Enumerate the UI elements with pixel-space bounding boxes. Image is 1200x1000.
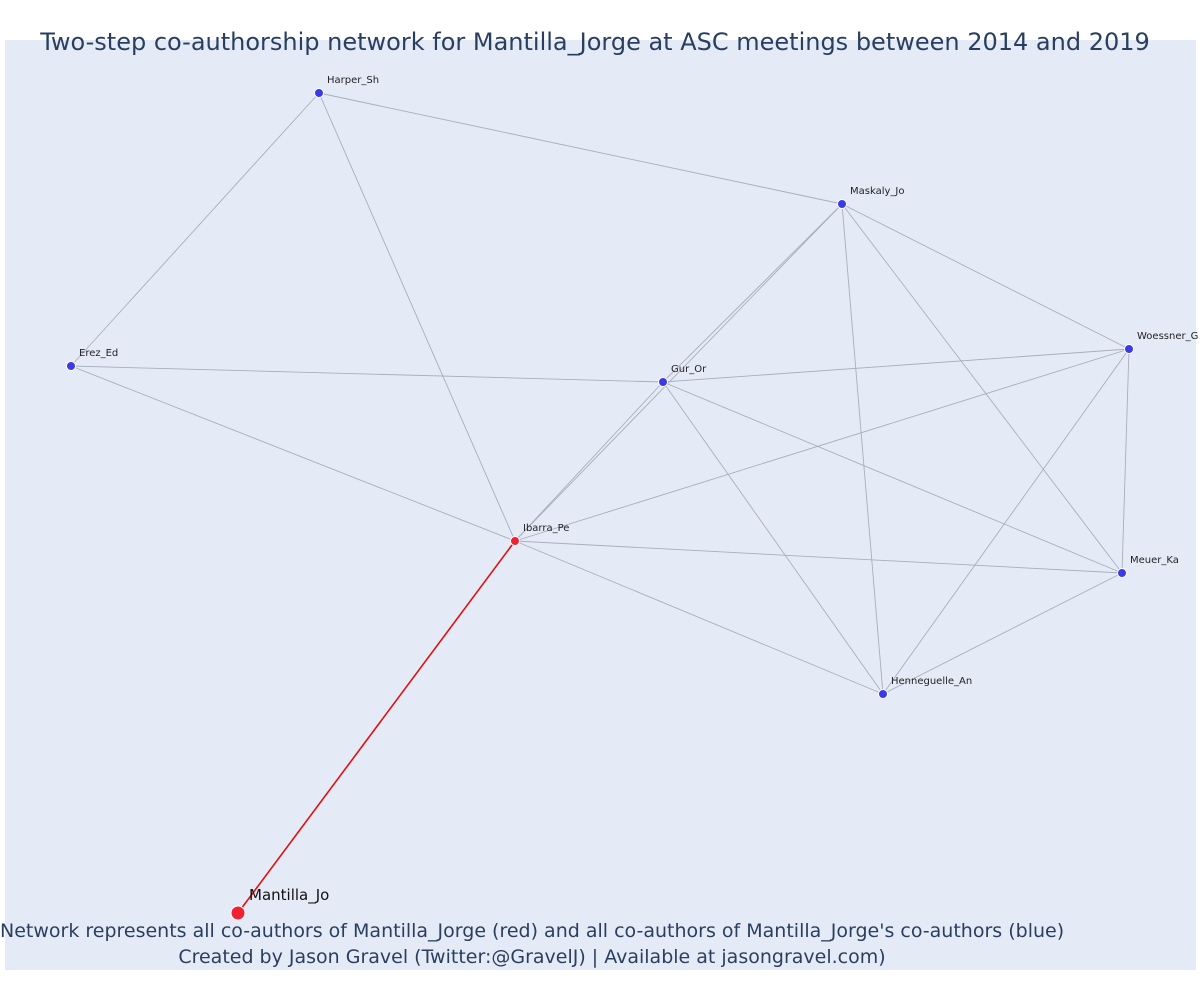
- caption-line-1: Network represents all co-authors of Man…: [0, 920, 1065, 942]
- edge-Meuer_Ka-Henneguelle_An: [882, 572, 1123, 695]
- edge-Woessner_G-Meuer_Ka: [1121, 348, 1130, 574]
- node-Ibarra_Pe[interactable]: [510, 536, 520, 546]
- caption: Network represents all co-authors of Man…: [0, 918, 1064, 970]
- node-Maskaly_Jo[interactable]: [837, 199, 847, 209]
- node-label-Harper_Sh: Harper_Sh: [327, 75, 379, 86]
- plot-area: [5, 40, 1196, 970]
- node-Erez_Ed[interactable]: [66, 361, 76, 371]
- node-label-Maskaly_Jo: Maskaly_Jo: [850, 186, 904, 197]
- edge-Gur_Or-Henneguelle_An: [662, 381, 884, 695]
- node-label-Erez_Ed: Erez_Ed: [79, 348, 118, 359]
- edge-Gur_Or-Woessner_G: [662, 348, 1130, 383]
- node-Henneguelle_An[interactable]: [878, 689, 888, 699]
- edge-Mantilla_Jo-Ibarra_Pe: [237, 540, 516, 914]
- edge-Erez_Ed-Ibarra_Pe: [70, 365, 516, 542]
- edge-Gur_Or-Meuer_Ka: [662, 381, 1123, 574]
- edge-Maskaly_Jo-Meuer_Ka: [841, 203, 1123, 574]
- edge-Harper_Sh-Ibarra_Pe: [318, 92, 516, 542]
- edge-layer: [70, 92, 1130, 914]
- edge-Ibarra_Pe-Woessner_G: [514, 348, 1130, 542]
- node-Meuer_Ka[interactable]: [1117, 568, 1127, 578]
- node-label-Henneguelle_An: Henneguelle_An: [891, 676, 972, 687]
- edge-Woessner_G-Henneguelle_An: [882, 348, 1130, 695]
- node-label-Woessner_G: Woessner_G: [1137, 331, 1198, 342]
- edge-Harper_Sh-Erez_Ed: [70, 92, 320, 367]
- node-Mantilla_Jo[interactable]: [230, 905, 246, 921]
- node-label-Meuer_Ka: Meuer_Ka: [1130, 555, 1179, 566]
- chart-title: Two-step co-authorship network for Manti…: [40, 28, 1150, 56]
- edge-Ibarra_Pe-Henneguelle_An: [514, 540, 884, 695]
- node-label-Gur_Or: Gur_Or: [671, 364, 707, 375]
- edge-Ibarra_Pe-Meuer_Ka: [514, 540, 1123, 574]
- label-layer: Mantilla_Jo Ibarra_Pe Harper_ShMaskaly_JoE…: [79, 75, 1198, 905]
- edge-Maskaly_Jo-Ibarra_Pe: [514, 203, 843, 542]
- edge-Maskaly_Jo-Gur_Or: [662, 203, 843, 383]
- edge-Harper_Sh-Maskaly_Jo: [318, 92, 843, 205]
- edge-Maskaly_Jo-Woessner_G: [841, 203, 1130, 350]
- edge-Erez_Ed-Gur_Or: [70, 365, 664, 383]
- edge-Gur_Or-Ibarra_Pe: [514, 381, 664, 542]
- node-Gur_Or[interactable]: [658, 377, 668, 387]
- node-Harper_Sh[interactable]: [314, 88, 324, 98]
- node-label-Ibarra_Pe: Ibarra_Pe: [523, 523, 569, 534]
- edge-Maskaly_Jo-Henneguelle_An: [841, 203, 884, 695]
- node-Woessner_G[interactable]: [1124, 344, 1134, 354]
- node-label-Mantilla_Jo: Mantilla_Jo: [249, 886, 329, 905]
- node-layer: [66, 88, 1134, 921]
- caption-line-2: Created by Jason Gravel (Twitter:@Gravel…: [178, 946, 886, 968]
